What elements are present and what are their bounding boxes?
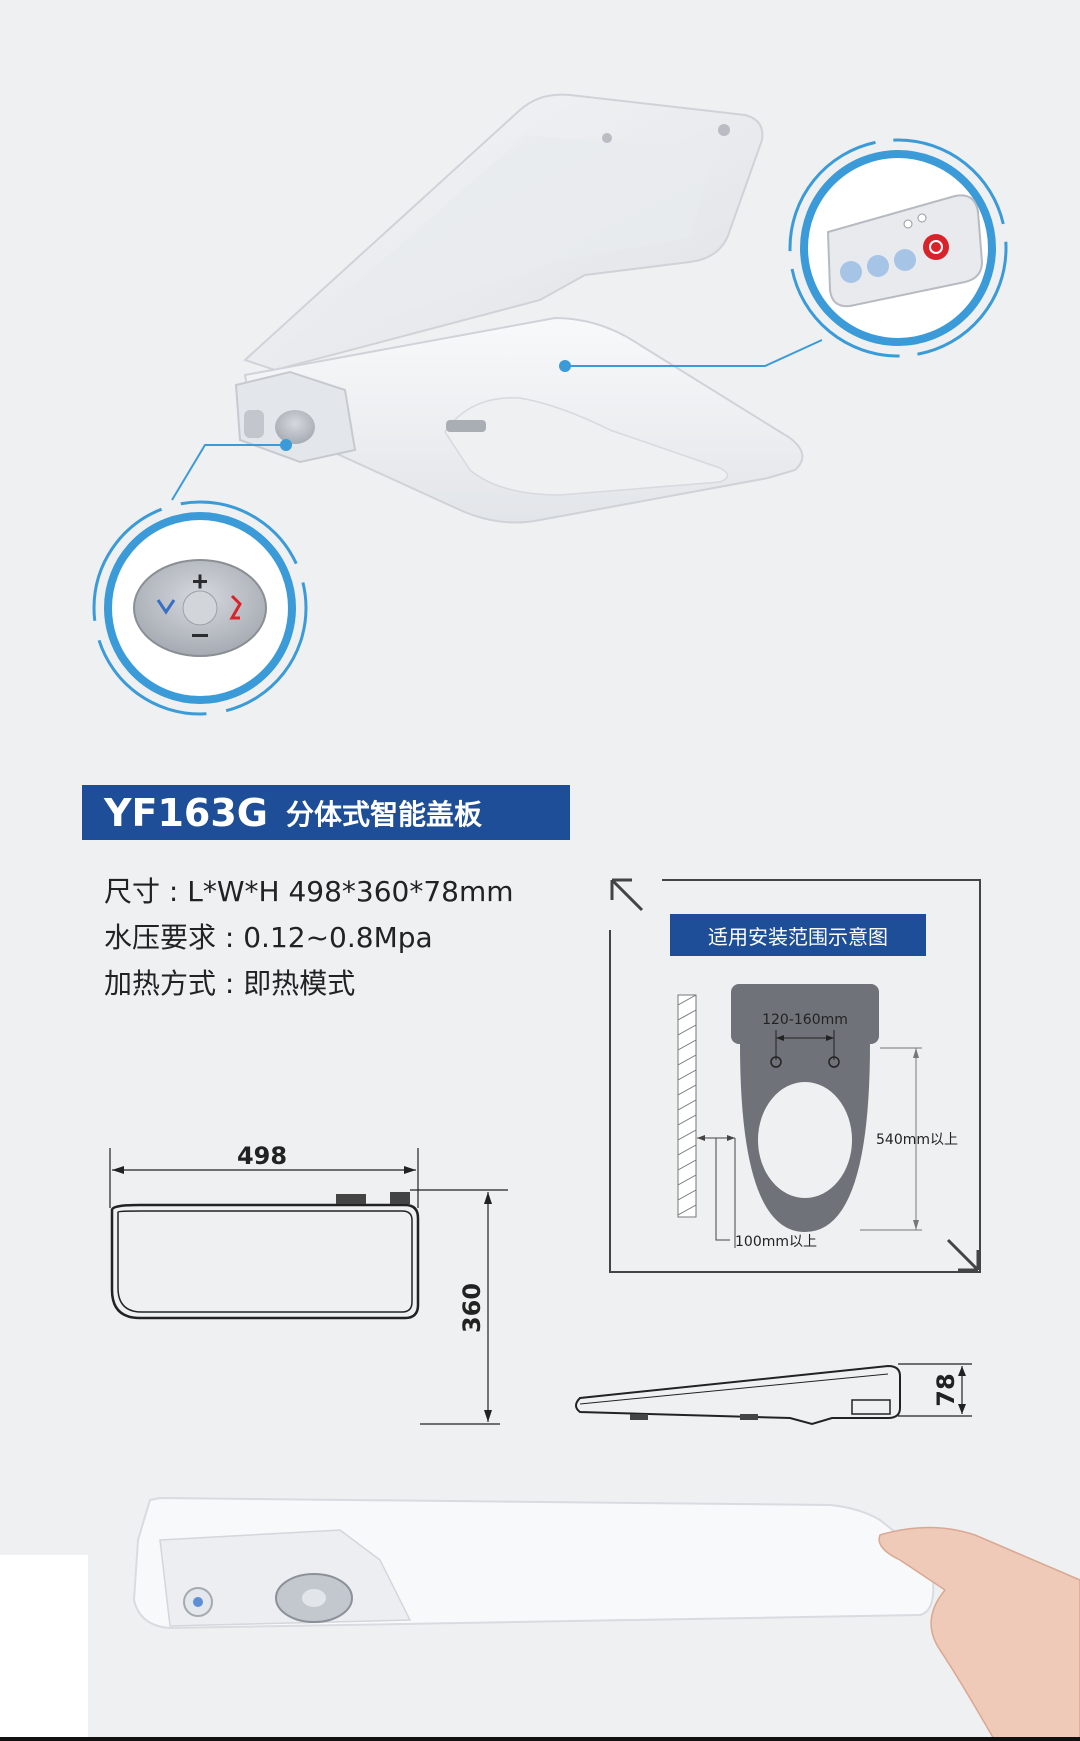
nozzle [446,420,486,432]
power-icon [923,234,949,260]
minus-icon [192,634,208,637]
control-knob-zoom [92,500,308,716]
wash-icon [156,599,176,615]
toilet-bowl [740,1044,870,1232]
seat-side-view [575,1364,901,1426]
spray-icon [229,594,242,620]
width-dimension: 360 [458,1283,486,1333]
length-min-label: 540mm以上 [876,1132,958,1148]
spec-size: 尺寸 : L*W*H 498*360*78mm [104,875,514,908]
wall-gap-label: 100mm以上 [735,1234,817,1250]
seat-top-view [110,1203,420,1320]
spec-water-pressure: 水压要求 : 0.12~0.8Mpa [104,921,433,954]
hole-spacing-label: 120-160mm [762,1012,848,1028]
spec-heating-mode: 加热方式 : 即热模式 [104,967,356,1000]
button-strip-zoom [788,138,1008,358]
install-range-label: 适用安装范围示意图 [670,914,926,956]
height-dimension: 78 [932,1373,960,1406]
hand-graphic [878,1526,1080,1741]
product-title-bar: YF163G 分体式智能盖板 [82,785,570,840]
bottom-rule [0,1737,1080,1741]
side-control-panel [275,410,315,444]
toilet-tank [731,984,879,1044]
plus-icon [193,574,207,589]
length-dimension: 498 [237,1142,287,1170]
product-name: 分体式智能盖板 [286,797,483,831]
model-number: YF163G [104,790,268,835]
seat-side-photo [132,1496,935,1630]
toilet-seat-illustration [92,93,1008,716]
